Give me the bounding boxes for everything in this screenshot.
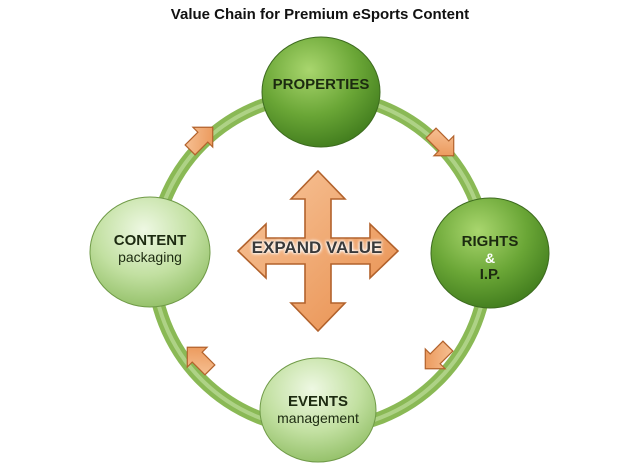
node-events-title: EVENTS <box>287 393 348 410</box>
diagram-title: Value Chain for Premium eSports Content <box>170 6 470 23</box>
node-events-circle <box>259 357 377 463</box>
node-rights-circle <box>430 197 550 309</box>
node-properties: PROPERTIES <box>262 76 380 93</box>
node-events-sub: management <box>277 410 359 427</box>
node-rights-amp: & <box>484 250 496 267</box>
node-rights: RIGHTS & I.P. <box>431 233 549 284</box>
node-content-title: CONTENT <box>113 232 187 249</box>
center-label: EXPAND VALUE <box>251 238 383 257</box>
flow-arrow-top-left <box>184 126 214 156</box>
node-content-sub: packaging <box>118 249 182 266</box>
node-rights-sub: I.P. <box>479 266 501 284</box>
node-content-circle <box>89 196 211 308</box>
node-rights-title: RIGHTS <box>461 233 519 250</box>
node-properties-title: PROPERTIES <box>272 76 370 93</box>
flow-arrow-top-right <box>425 127 455 157</box>
node-content: CONTENT packaging <box>90 232 210 265</box>
flow-arrow-bottom-right <box>424 340 454 370</box>
expand-value-arrow-icon <box>236 169 400 333</box>
flow-arrow-bottom-left <box>186 346 216 376</box>
node-properties-circle <box>261 36 381 148</box>
node-events: EVENTS management <box>259 393 377 426</box>
